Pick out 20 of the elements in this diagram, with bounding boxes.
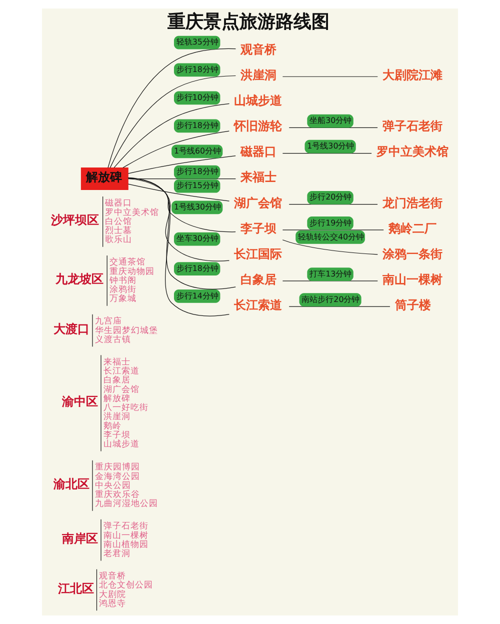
node-text: 长江索道 — [234, 298, 282, 312]
node-text: 观音桥 — [240, 42, 277, 57]
node-text: 涂鸦一条街 — [382, 246, 443, 261]
diagram-title: 重庆景点旅游路线图 — [168, 11, 330, 32]
node-text: 来福士 — [240, 170, 277, 184]
node-text: 弹子石老街 — [382, 119, 443, 134]
node-text: 罗中立美术馆 — [376, 144, 449, 159]
node-text: 洪崖洞 — [240, 68, 277, 82]
node-text: 李子坝 — [240, 221, 277, 236]
node-text: 南山一棵树 — [382, 272, 443, 286]
node-text: 大剧院江滩 — [382, 68, 443, 82]
node-text: 怀旧游轮 — [234, 119, 282, 134]
node-text: 磁器口 — [240, 144, 277, 159]
node-text: 龙门浩老街 — [382, 196, 443, 210]
node-text: 筒子楼 — [395, 298, 432, 312]
node-text: 白象居 — [240, 272, 277, 286]
node-text: 山城步道 — [234, 94, 282, 108]
node-text: 鹅岭二厂 — [388, 221, 437, 236]
node-text: 湖广会馆 — [234, 196, 282, 210]
node-text: 长江国际 — [234, 246, 282, 261]
